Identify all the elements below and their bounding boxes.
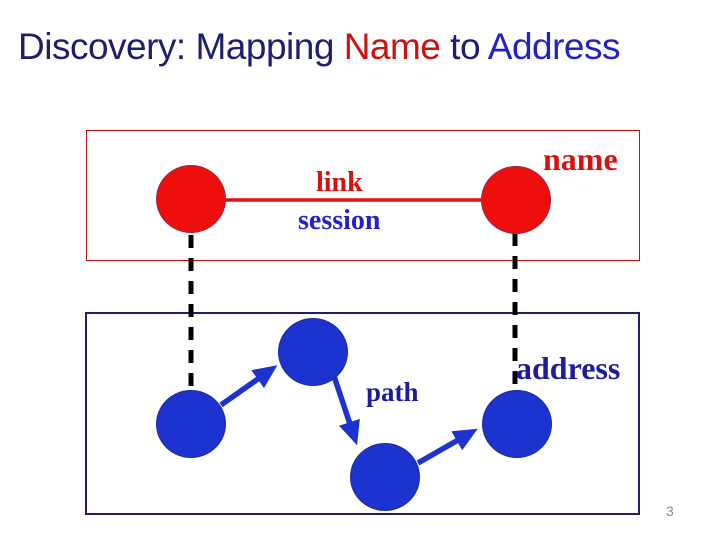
- address-layer-label: address: [516, 350, 621, 386]
- title-segment-address: Address: [487, 26, 621, 67]
- title-segment-discovery-mapping: Discovery: Mapping: [18, 26, 344, 67]
- name-node-right: [481, 166, 551, 234]
- address-node-bottom: [350, 443, 420, 511]
- address-node-top: [278, 318, 348, 386]
- address-node-right: [482, 390, 552, 458]
- link-label: link: [316, 167, 363, 198]
- path-label: path: [366, 377, 419, 407]
- session-label: session: [298, 205, 381, 236]
- page-number: 3: [666, 503, 674, 519]
- title-segment-to: to: [440, 26, 488, 67]
- title-segment-name: Name: [343, 26, 441, 67]
- name-layer-label: name: [543, 141, 618, 177]
- name-node-left: [156, 165, 226, 233]
- address-node-left: [156, 390, 226, 458]
- page-title: Discovery: Mapping Name to Address: [18, 26, 621, 68]
